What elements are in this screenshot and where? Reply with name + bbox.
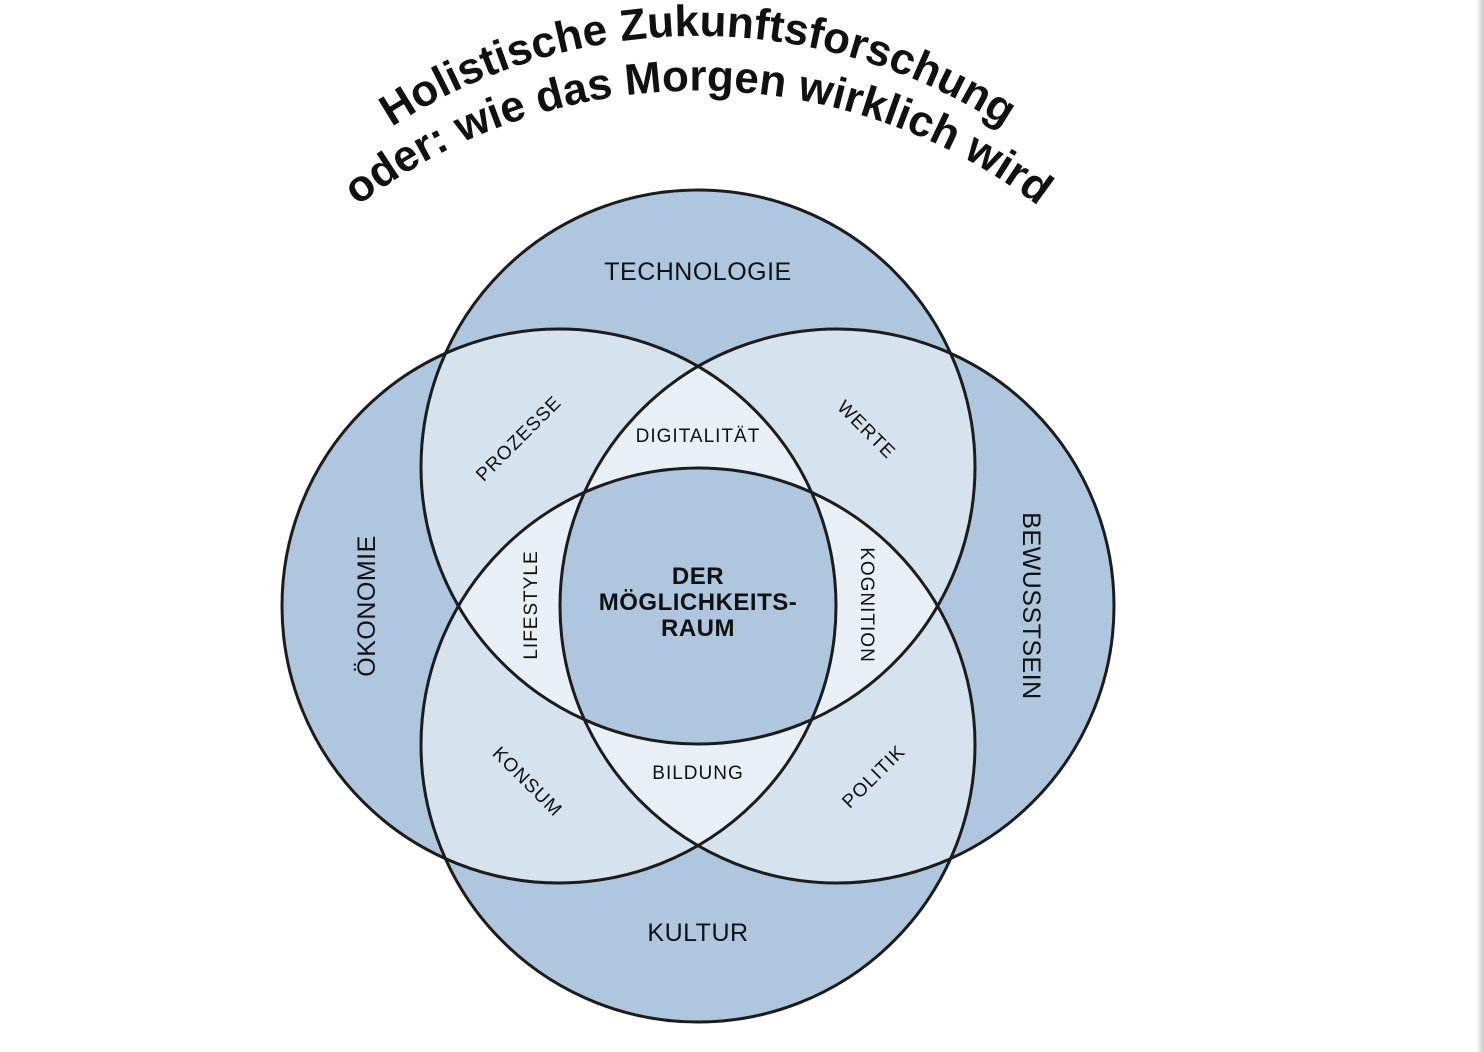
label-bildung: BILDUNG <box>652 763 743 784</box>
label-kognition: KOGNITION <box>856 547 877 663</box>
label-oekonomie: ÖKONOMIE <box>353 535 381 677</box>
label-bewusstsein: BEWUSSTSEIN <box>1017 512 1045 699</box>
label-digitalitaet: DIGITALITÄT <box>636 426 761 447</box>
label-kultur: KULTUR <box>647 919 748 947</box>
center-label-line-1: DER <box>672 563 724 590</box>
label-lifestyle: LIFESTYLE <box>521 550 542 659</box>
center-label-line-2: MÖGLICHKEITS- <box>599 589 798 616</box>
page-edge-shadow <box>1476 0 1484 1052</box>
center-label-line-3: RAUM <box>661 615 735 642</box>
label-technologie: TECHNOLOGIE <box>604 258 791 286</box>
